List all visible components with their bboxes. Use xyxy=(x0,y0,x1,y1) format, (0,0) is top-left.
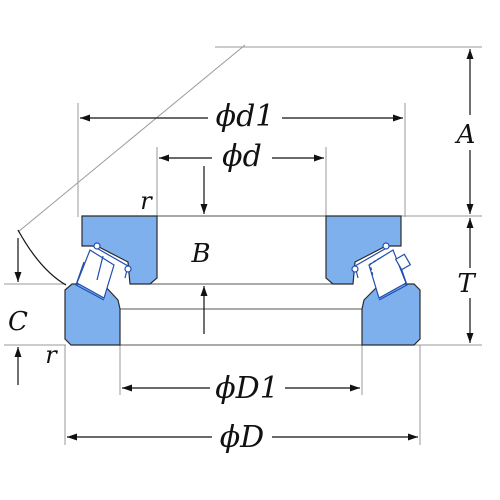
label-D1: ϕD1 xyxy=(215,371,279,406)
dimension-labels: ϕd1 ϕd ϕD1 ϕD A T B C r r xyxy=(8,99,476,455)
label-r-top: r xyxy=(140,187,153,215)
housing-washer-right xyxy=(361,283,421,346)
label-d1: ϕd1 xyxy=(216,99,275,134)
label-d: ϕd xyxy=(222,139,262,174)
shaft-washer-left xyxy=(81,215,158,285)
label-C: C xyxy=(8,307,28,337)
dimension-lines xyxy=(14,49,474,441)
housing-washer xyxy=(64,283,421,346)
housing-washer-left xyxy=(64,283,121,346)
roller-left xyxy=(75,242,132,301)
shaft-washer xyxy=(81,215,402,285)
label-r-bottom: r xyxy=(45,341,58,369)
roller-arc xyxy=(17,229,67,286)
roller-right xyxy=(351,242,412,301)
ring-face-lines xyxy=(120,215,362,346)
label-A: A xyxy=(455,120,476,150)
label-T: T xyxy=(457,269,476,299)
label-D: ϕD xyxy=(220,420,265,455)
shaft-washer-right xyxy=(325,215,402,285)
label-B: B xyxy=(190,239,210,269)
